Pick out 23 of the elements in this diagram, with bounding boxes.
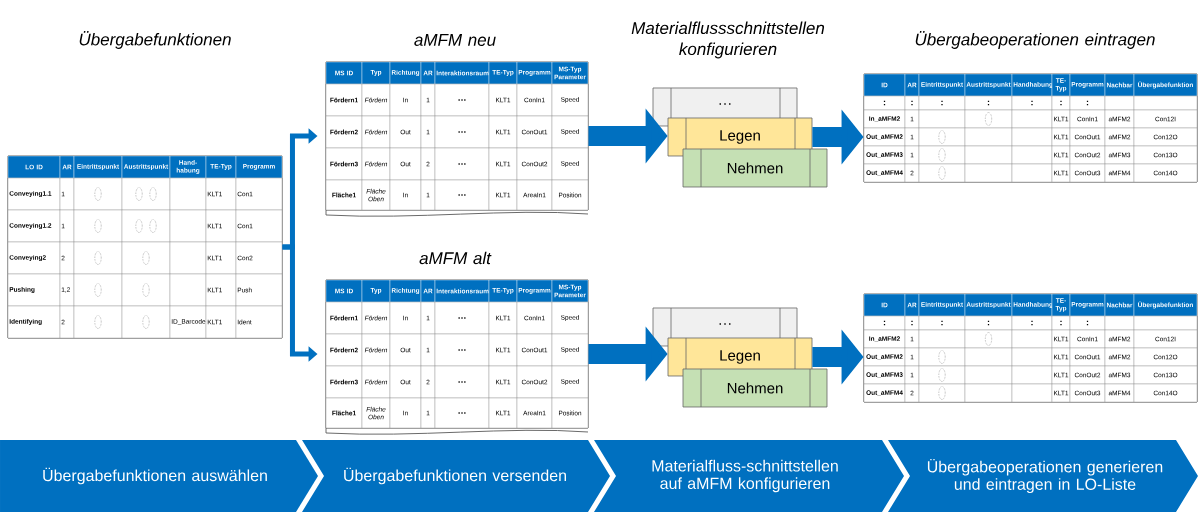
process-step: Übergabeoperationen generieren und eintragen in LO-Liste (888, 440, 1198, 512)
table-cell: : (904, 95, 920, 111)
node-label: Übergabefunktionen versenden (344, 467, 566, 485)
table-cell: : (964, 315, 1013, 331)
column-title: Übergabeoperationen eintragen (915, 31, 1155, 49)
table-cell: : (1051, 315, 1071, 331)
column-title: aMFM alt (419, 251, 492, 265)
node-label: Materialfluss-schnittstellen auf aMFM konfigurieren (652, 459, 838, 493)
stacked-card: Nehmen (682, 148, 828, 188)
node-label: Übergabeoperationen generieren und eintragen in LO-Liste (927, 458, 1163, 494)
process-step: Übergabefunktionen versenden (302, 440, 610, 512)
table-cell: : (1069, 315, 1106, 331)
column-title: aMFM neu (414, 34, 496, 46)
table-cell: : (1069, 95, 1106, 111)
process-step: Übergabefunktionen auswählen (0, 440, 318, 512)
table-cell: : (1051, 95, 1071, 111)
table-cell: : (964, 95, 1013, 111)
column-title: Materialflussschnittstellen konfigurieren (631, 21, 825, 59)
node-label: Übergabefunktionen auswählen (43, 467, 267, 485)
process-step: Materialfluss-schnittstellen auf aMFM konfigurieren (594, 440, 904, 512)
table-cell: : (904, 315, 920, 331)
stacked-card: Nehmen (682, 368, 828, 408)
column-title: Übergabefunktionen (79, 31, 231, 49)
